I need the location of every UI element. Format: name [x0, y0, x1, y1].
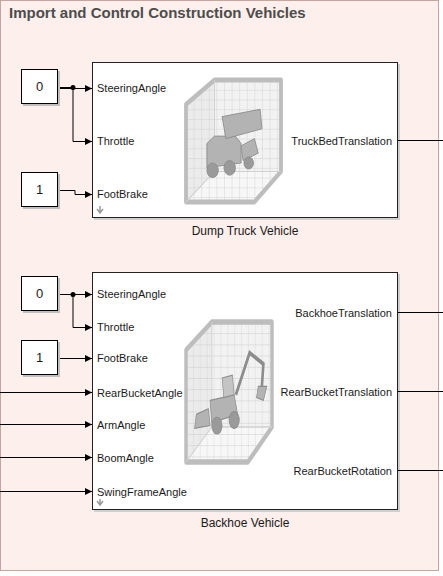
input-port-label: FootBrake: [96, 188, 149, 201]
constant-value: 1: [36, 182, 43, 197]
input-wire: [0, 457, 92, 458]
block-name: Dump Truck Vehicle: [93, 224, 397, 238]
input-wire: [0, 491, 92, 492]
constant-block: 0: [21, 69, 58, 104]
constant-block: 1: [21, 340, 58, 375]
input-port-label: FootBrake: [96, 352, 149, 365]
input-wire: [0, 424, 92, 425]
input-port-label: Throttle: [96, 321, 135, 334]
input-port-label: SwingFrameAngle: [96, 486, 188, 499]
output-wire: [398, 140, 443, 141]
signal-line: [58, 191, 92, 195]
constant-value: 1: [36, 350, 43, 365]
output-wire: [398, 470, 443, 471]
input-port-label: SteeringAngle: [96, 288, 167, 301]
vehicle-block: SteeringAngleThrottleFootBrake TruckBedTr…: [92, 62, 398, 218]
input-port-label: RearBucketAngle: [96, 387, 184, 400]
output-port-label: RearBucketTranslation: [280, 386, 393, 399]
signal-line: [58, 295, 92, 328]
constant-value: 0: [36, 79, 43, 94]
input-wire: [0, 392, 92, 393]
block-fill: [92, 272, 398, 510]
output-port-label: RearBucketRotation: [293, 465, 393, 478]
block-fill: [92, 62, 398, 218]
block-name: Backhoe Vehicle: [93, 516, 397, 530]
output-port-label: TruckBedTranslation: [290, 135, 393, 148]
output-port-label: BackhoeTranslation: [294, 307, 393, 320]
branch-point: [71, 85, 76, 90]
input-port-label: ArmAngle: [96, 419, 146, 432]
constant-block: 0: [21, 276, 58, 311]
constant-block: 1: [21, 172, 58, 207]
mask-arrow: [97, 206, 103, 213]
input-port-label: Throttle: [96, 135, 135, 148]
input-port-label: SteeringAngle: [96, 82, 167, 95]
area-background: [1, 1, 439, 571]
dump-truck-icon: [186, 80, 281, 202]
output-wire: [398, 391, 443, 392]
backhoe-icon: [186, 322, 272, 462]
input-port-label: BoomAngle: [96, 452, 155, 465]
constant-value: 0: [36, 286, 43, 301]
signal-line: [58, 88, 92, 142]
vehicle-block: SteeringAngleThrottleFootBrakeRearBucket…: [92, 272, 398, 510]
branch-point: [71, 292, 76, 297]
output-wire: [398, 312, 443, 313]
area-title: Import and Control Construction Vehicles: [9, 4, 306, 22]
mask-arrow: [97, 498, 103, 505]
signal-line: [58, 358, 92, 359]
